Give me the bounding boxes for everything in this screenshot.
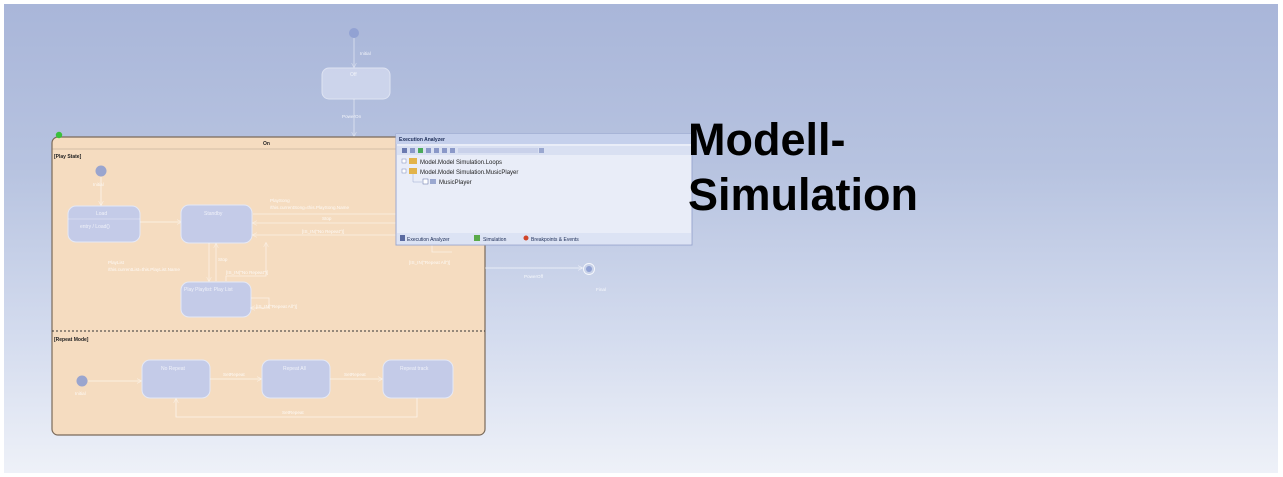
transition-playsong: PlaySong [270, 198, 290, 203]
final-label: Final [596, 287, 606, 292]
slide-title-line-2: Simulation [688, 169, 919, 220]
state-standby-label: Standby [204, 211, 223, 217]
transition-playlist-effect: /this.currentList=this.PlayList.Name [108, 267, 180, 272]
repeat-initial-node [76, 375, 88, 387]
play-initial-node [95, 165, 107, 177]
tab-breakpoints[interactable]: Breakpoints & Events [531, 237, 579, 243]
slide-title-line-1: Modell- [688, 114, 846, 165]
tree-item-loops[interactable]: Model.Model Simulation.Loops [420, 160, 502, 166]
transition-poweron: PowerOn [342, 114, 362, 119]
tab-simulation[interactable]: Simulation [483, 237, 507, 243]
transition-no-repeat-1: [IS_IN("No Repeat")] [302, 229, 344, 234]
tree-collapse-icon[interactable] [401, 168, 407, 174]
tree-item-musicplayer[interactable]: MusicPlayer [439, 180, 472, 186]
transition-setrepeat-3: SetRepeat [282, 410, 304, 415]
transition-repeat-all: [IS_IN("Repeat All")] [256, 304, 297, 309]
top-initial-label: Initial [360, 51, 371, 56]
slide: Initial Off PowerOn On [Play State] Init… [4, 4, 1278, 473]
toolbar-stop-icon[interactable] [434, 148, 439, 153]
final-node [583, 263, 595, 275]
state-load-label: Load [96, 211, 107, 217]
tab-execution-analyzer[interactable]: Execution Analyzer [407, 237, 450, 243]
state-load [67, 205, 141, 243]
checkbox-icon[interactable] [422, 178, 429, 185]
state-no-repeat-label: No Repeat [161, 366, 186, 372]
state-off-label: Off [350, 72, 357, 78]
region-play-state: [Play State] [54, 154, 82, 160]
transition-stop: Stop [322, 216, 332, 221]
transition-setrepeat-1: SetRepeat [223, 372, 245, 377]
active-marker-icon [55, 131, 63, 139]
transition-setrepeat-2: SetRepeat [344, 372, 366, 377]
transition-stop-2: Stop [218, 257, 228, 262]
top-initial-node [349, 28, 359, 38]
execution-analyzer-tab-icon [400, 235, 405, 241]
folder-icon [409, 158, 417, 164]
tree-expand-icon[interactable] [401, 158, 407, 164]
transition-playlist: PlayList [108, 260, 125, 265]
execution-analyzer-panel[interactable]: Execution Analyzer Model.Model Simulatio… [395, 133, 693, 246]
slide-title: Modell- Simulation [688, 112, 918, 222]
toolbar-play-icon[interactable] [418, 148, 423, 153]
toolbar-back-icon[interactable] [442, 148, 447, 153]
state-off [321, 67, 391, 100]
simulation-tab-icon [474, 235, 480, 241]
state-play-playlist-label: Play Playlist: Play List [184, 287, 233, 293]
transition-playsong-effect: /this.currentSong=this.PlaySong.Name [270, 205, 349, 210]
state-play-playlist [180, 281, 252, 318]
transition-poweroff: PowerOff [524, 274, 544, 279]
toolbar-options-icon[interactable] [539, 148, 544, 153]
state-repeat-all-label: Repeat All [283, 366, 306, 372]
state-standby [180, 204, 253, 244]
class-icon [430, 179, 436, 184]
tree-item-musicplayer-package[interactable]: Model.Model Simulation.MusicPlayer [420, 170, 518, 176]
state-repeat-track [382, 359, 454, 399]
state-machine-diagram: Initial Off PowerOn On [Play State] Init… [51, 28, 693, 436]
breakpoint-icon [523, 235, 529, 241]
folder-icon [409, 168, 417, 174]
play-initial-label: Initial [93, 182, 104, 187]
composite-state-label: On [263, 141, 270, 147]
transition-no-repeat-2: [IS_IN("No Repeat")] [226, 270, 268, 275]
state-repeat-track-label: Repeat track [400, 366, 429, 372]
execution-analyzer-title: Execution Analyzer [399, 137, 445, 143]
toolbar-forward-icon[interactable] [450, 148, 455, 153]
region-repeat-mode: [Repeat Mode] [54, 337, 89, 343]
toolbar-run-icon[interactable] [402, 148, 407, 153]
toolbar-step-icon[interactable] [410, 148, 415, 153]
toolbar-pause-icon[interactable] [426, 148, 431, 153]
state-load-entry: entry / Load() [80, 224, 110, 230]
repeat-initial-label: Initial [75, 391, 86, 396]
transition-repeat-all-2: [IS_IN("Repeat All")] [409, 260, 450, 265]
